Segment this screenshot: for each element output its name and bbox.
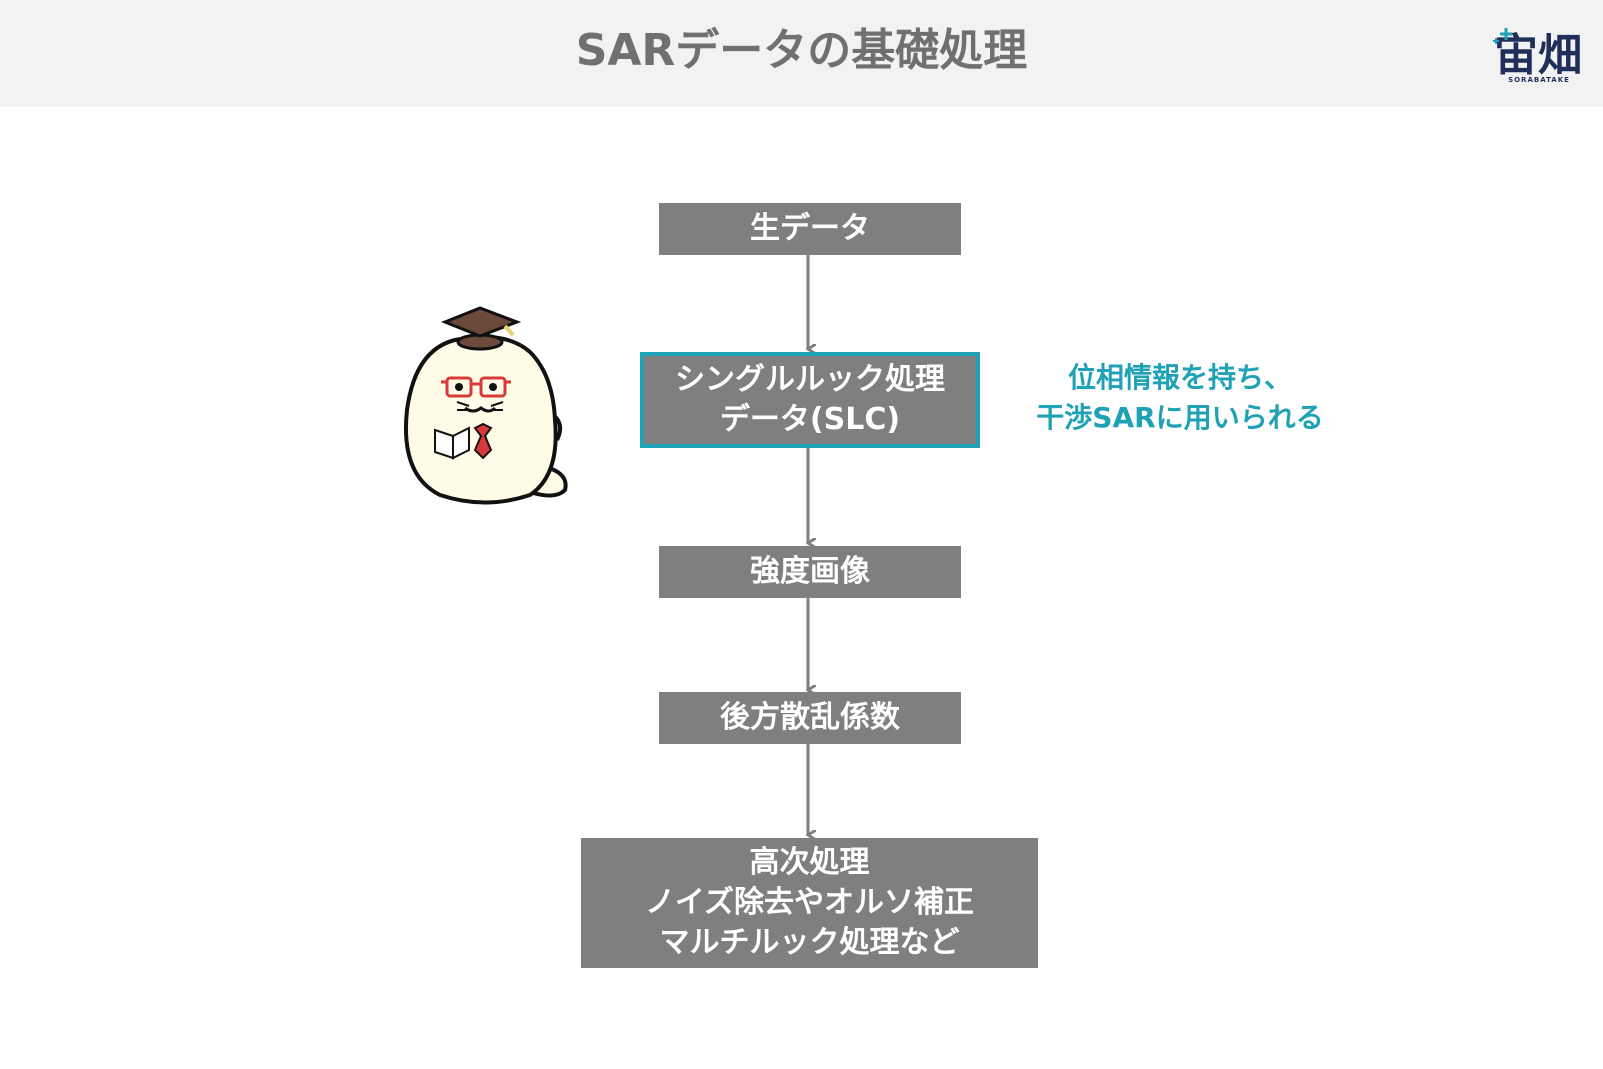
- raw-data-label: 生データ: [750, 211, 870, 246]
- raw-data-box: 生データ: [659, 203, 961, 255]
- higher-processing-line1: 高次処理: [749, 845, 870, 880]
- logo-text: 宙畑: [1494, 30, 1582, 81]
- sorabatake-logo: 宙畑: [1493, 28, 1582, 81]
- intensity-image-label: 強度画像: [750, 554, 870, 589]
- slc-label-line1: シングルルック処理: [675, 362, 945, 397]
- backscatter-label: 後方散乱係数: [720, 700, 900, 735]
- intensity-image-box: 強度画像: [659, 546, 961, 598]
- backscatter-box: 後方散乱係数: [659, 692, 961, 744]
- annotation-line2: 干渉SARに用いられる: [1036, 401, 1324, 434]
- annotation-line1: 位相情報を持ち、: [1067, 361, 1292, 394]
- higher-processing-box: 高次処理 ノイズ除去やオルソ補正 マルチルック処理など: [581, 838, 1038, 968]
- graduation-cap-mascot-icon: [404, 306, 568, 505]
- page-title: SARデータの基礎処理: [575, 25, 1028, 76]
- logo-subtext: SORABATAKE: [1508, 76, 1570, 84]
- header-bar: [0, 0, 1603, 107]
- slc-annotation: 位相情報を持ち、 干渉SARに用いられる: [1010, 358, 1350, 438]
- slc-box: シングルルック処理 データ(SLC): [640, 352, 980, 448]
- slc-label-line2: データ(SLC): [719, 402, 901, 437]
- higher-processing-line2: ノイズ除去やオルソ補正: [644, 885, 975, 920]
- higher-processing-line3: マルチルック処理など: [659, 925, 960, 960]
